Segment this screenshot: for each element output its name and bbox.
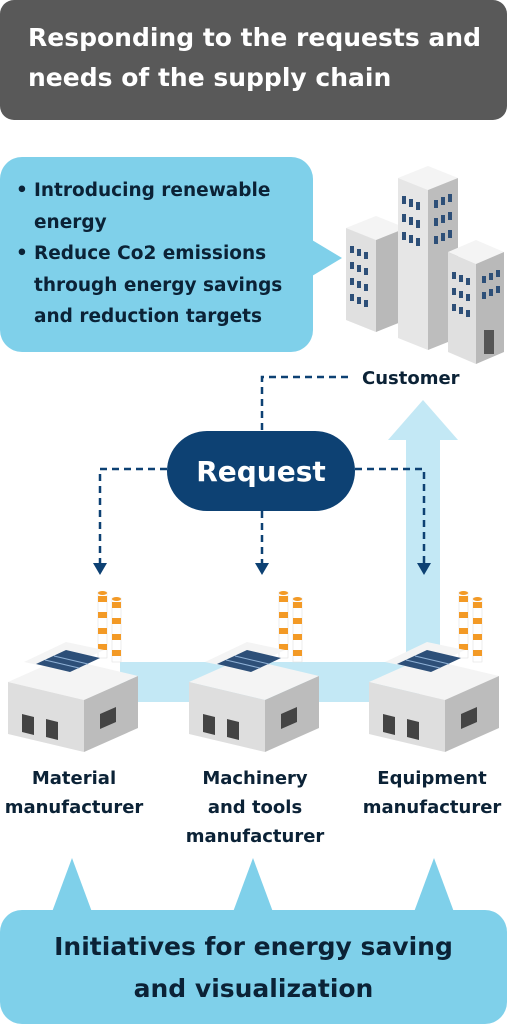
arrowhead-equipment <box>417 563 431 575</box>
bullet-icon: • <box>16 243 28 264</box>
material-manufacturer-label: Material manufacturer <box>0 764 148 822</box>
bubble-tail <box>312 240 342 276</box>
customer-buildings-icon <box>346 166 504 364</box>
label-line: Material <box>31 768 117 789</box>
requirement-line: and reduction targets <box>34 306 262 327</box>
initiatives-line-1: Initiatives for energy saving <box>54 932 453 961</box>
requirement-item: • Introducing renewable energy <box>14 175 307 238</box>
header-banner: Responding to the requests and needs of … <box>0 0 507 120</box>
upward-arrow-head <box>388 400 458 440</box>
arrowhead-material <box>93 563 107 575</box>
dashed-line-to-material <box>98 467 167 563</box>
label-line: manufacturer <box>362 797 502 818</box>
requirement-line: energy <box>34 211 107 233</box>
initiatives-box: Initiatives for energy saving and visual… <box>0 910 507 1024</box>
requirement-line: through energy savings <box>34 274 283 296</box>
bullet-icon: • <box>16 180 28 201</box>
up-triangle-right <box>414 858 454 912</box>
machinery-manufacturer-label: Machinery and tools manufacturer <box>180 764 330 851</box>
request-label: Request <box>196 454 326 488</box>
dashed-line-customer-to-request <box>260 375 348 431</box>
label-line: and tools <box>207 797 303 818</box>
factory-material-icon <box>7 590 139 753</box>
label-line: Equipment <box>377 768 487 789</box>
up-triangle-left <box>52 858 92 912</box>
header-title-line-2: needs of the supply chain <box>28 63 392 92</box>
label-line: Machinery <box>202 768 308 789</box>
up-triangle-center <box>233 858 273 912</box>
initiatives-line-2: and visualization <box>133 974 374 1003</box>
request-node: Request <box>167 431 355 511</box>
label-line: manufacturer <box>4 797 144 818</box>
label-line: manufacturer <box>185 826 325 847</box>
arrowhead-machinery <box>255 563 269 575</box>
requirement-line: Reduce Co2 emissions <box>34 243 267 264</box>
equipment-manufacturer-label: Equipment manufacturer <box>357 764 507 822</box>
requirement-item: • Reduce Co2 emissions through energy sa… <box>14 238 307 333</box>
customer-label: Customer <box>362 368 460 389</box>
customer-requirements-bubble: • Introducing renewable energy • Reduce … <box>0 157 313 352</box>
header-title-line-1: Responding to the requests and <box>28 23 481 52</box>
requirement-line: Introducing renewable <box>34 180 271 201</box>
